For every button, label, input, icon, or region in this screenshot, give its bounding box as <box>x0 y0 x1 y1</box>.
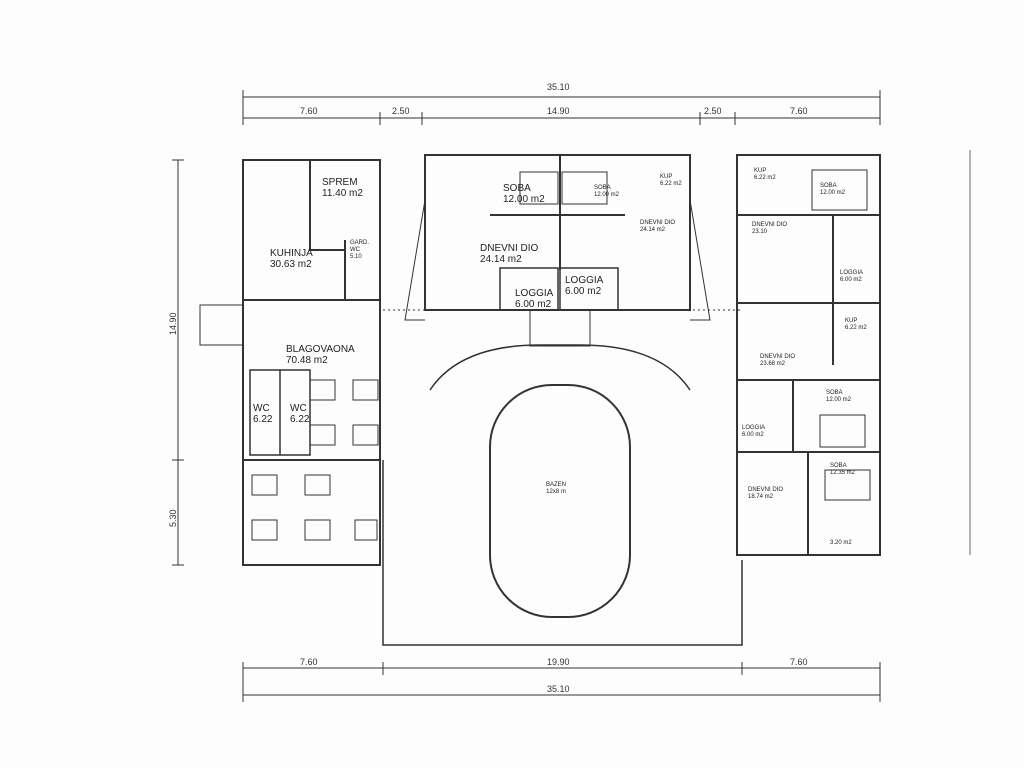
room-area: 6.22 <box>253 414 273 425</box>
room-area: 11.40 m2 <box>322 188 363 199</box>
pool <box>489 384 631 618</box>
dim-top-5: 7.60 <box>790 106 808 116</box>
room-name: LOGGIA <box>565 275 604 286</box>
room-area: 18.74 m2 <box>748 494 774 500</box>
room-area: 30.63 m2 <box>270 259 312 270</box>
room-name: LOGGIA <box>515 288 554 299</box>
room-area: 6.00 m2 <box>515 299 552 310</box>
dim-top-2: 2.50 <box>392 106 410 116</box>
room-name: GARD. WC <box>350 240 370 253</box>
room-area: 24.14 m2 <box>480 254 522 265</box>
dim-left-lower: 5.30 <box>168 509 178 527</box>
room-area: 12.35 m2 <box>830 470 856 476</box>
dim-bottom-3: 7.60 <box>790 657 808 667</box>
dining-tables <box>251 379 379 541</box>
room-area: 24.14 m2 <box>640 227 666 233</box>
room-kup-r3: 3.20 m2 <box>830 540 852 547</box>
room-name: DNEVNI DIO <box>748 487 784 493</box>
dim-top-1: 7.60 <box>300 106 318 116</box>
left-wing-walls <box>199 159 381 566</box>
room-name: BLAGOVAONA <box>286 344 355 355</box>
room-name: SOBA <box>820 183 837 189</box>
room-area: 6.00 m2 <box>565 286 602 297</box>
room-name: SPREM <box>322 177 358 188</box>
room-name: LOGGIA <box>840 270 864 276</box>
right-wing-walls <box>736 154 881 556</box>
room-area: 5.10 <box>350 254 362 260</box>
dim-top-4: 2.50 <box>704 106 722 116</box>
room-name: KUP <box>660 174 673 180</box>
dim-top-total: 35.10 <box>547 82 570 92</box>
room-name: SOBA <box>503 183 531 194</box>
room-name: DNEVNI DIO <box>760 354 796 360</box>
room-name: DNEVNI DIO <box>640 220 676 226</box>
room-area: 12x8 m <box>546 489 566 495</box>
room-area: 6.00 m2 <box>840 277 862 283</box>
room-area: 12.00 m2 <box>826 397 852 403</box>
room-name: LOGGIA <box>742 425 766 431</box>
room-name: SOBA <box>826 390 843 396</box>
room-name: SOBA <box>594 185 611 191</box>
room-name: KUP <box>754 168 767 174</box>
dim-bottom-1: 7.60 <box>300 657 318 667</box>
room-name: DNEVNI DIO <box>480 243 539 254</box>
room-name: KUP <box>845 318 858 324</box>
room-area: 6.22 m2 <box>754 175 776 181</box>
room-name: SOBA <box>830 463 847 469</box>
dimension-lines <box>172 90 971 702</box>
room-name: DNEVNI DIO <box>752 222 788 228</box>
room-area: 6.22 m2 <box>660 181 682 187</box>
room-area: 6.00 m2 <box>742 432 764 438</box>
room-name: KUHINJA <box>270 248 313 259</box>
room-area: 12.00 m2 <box>503 194 545 205</box>
courtyard <box>382 309 743 646</box>
room-name: WC <box>253 403 270 414</box>
room-area: 6.22 m2 <box>845 325 867 331</box>
room-area: 3.20 m2 <box>830 540 852 546</box>
dim-top-3: 14.90 <box>547 106 570 116</box>
room-area: 70.48 m2 <box>286 355 328 366</box>
dim-left-upper: 14.90 <box>168 312 178 335</box>
dim-bottom-2: 19.90 <box>547 657 570 667</box>
room-name: BAZEN <box>546 482 567 488</box>
room-area: 23.68 m2 <box>760 361 786 367</box>
room-area: 23.10 <box>752 229 768 235</box>
room-name: WC <box>290 403 307 414</box>
room-area: 12.00 m2 <box>820 190 846 196</box>
room-area: 12.00 m2 <box>594 192 620 198</box>
dim-bottom-total: 35.10 <box>547 684 570 694</box>
room-area: 6.22 <box>290 414 310 425</box>
